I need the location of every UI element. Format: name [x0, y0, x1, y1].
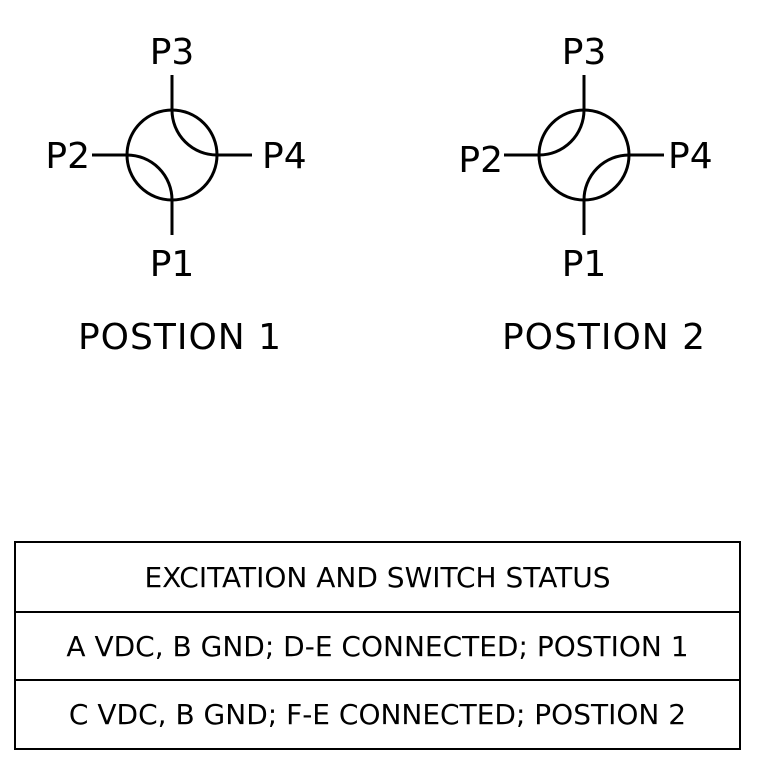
valve-2-passage-p2-p3 [538, 109, 586, 157]
valve-1-port-p3-label: P3 [150, 32, 195, 73]
valve-position-2: P3 P1 P2 P4 POSTION 2 [458, 32, 712, 358]
valve-1-port-p2-label: P2 [45, 136, 90, 177]
table-header-cell: EXCITATION AND SWITCH STATUS [14, 541, 741, 613]
valve-1-passage-p2-p1 [126, 153, 174, 201]
valve-2-body [537, 108, 631, 202]
valve-1-body [125, 108, 219, 202]
table-row-2-cell: C VDC, B GND; F-E CONNECTED; POSTION 2 [14, 679, 741, 750]
valve-2-caption: POSTION 2 [502, 317, 706, 358]
valve-2-port-p1-label: P1 [562, 244, 607, 285]
valve-1-passage-p3-p4 [170, 109, 218, 157]
valve-position-1: P3 P1 P2 P4 POSTION 1 [45, 32, 306, 358]
valve-2-port-p4-label: P4 [668, 136, 713, 177]
valve-2-port-p3-label: P3 [562, 32, 607, 73]
valve-2-passage-p4-p1 [582, 153, 630, 201]
table-row: A VDC, B GND; D-E CONNECTED; POSTION 1 [14, 611, 741, 681]
valve-1-port-p4-label: P4 [262, 136, 307, 177]
excitation-status-table: EXCITATION AND SWITCH STATUS A VDC, B GN… [14, 541, 741, 750]
table-header-row: EXCITATION AND SWITCH STATUS [14, 541, 741, 613]
valve-1-caption: POSTION 1 [78, 317, 282, 358]
valve-2-port-p2-label: P2 [458, 140, 503, 181]
valve-1-port-p1-label: P1 [150, 244, 195, 285]
table-row-1-cell: A VDC, B GND; D-E CONNECTED; POSTION 1 [14, 611, 741, 681]
table-row: C VDC, B GND; F-E CONNECTED; POSTION 2 [14, 679, 741, 750]
